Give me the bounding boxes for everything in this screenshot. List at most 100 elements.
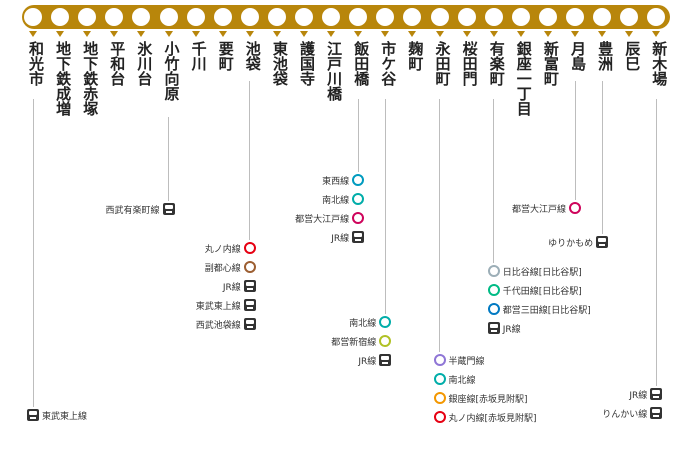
station-dot: [511, 8, 530, 26]
station-tick: [137, 31, 146, 37]
station-dot: [213, 8, 232, 26]
station-name[interactable]: 江戸川橋: [325, 41, 344, 101]
transfer-line[interactable]: 南北線: [349, 314, 392, 330]
transfer-line[interactable]: 丸ノ内線: [205, 240, 256, 256]
transfer-line[interactable]: 西武有楽町線: [105, 201, 175, 217]
rail-line-icon: [596, 236, 609, 248]
station-name[interactable]: 永田町: [433, 41, 452, 86]
transfer-line[interactable]: 千代田線[日比谷駅]: [487, 282, 582, 298]
transfer-line-label: 都営大江戸線: [511, 204, 566, 215]
station-dot: [376, 8, 395, 26]
rail-line-icon: [379, 354, 392, 366]
station-name[interactable]: 東池袋: [270, 41, 289, 86]
transfer-line[interactable]: 南北線: [322, 191, 365, 207]
transfer-line[interactable]: JR線: [223, 278, 256, 294]
transfer-line[interactable]: 東西線: [322, 172, 365, 188]
station-name[interactable]: 和光市: [27, 41, 45, 86]
station-dot: [484, 8, 503, 26]
transfer-connector: [601, 81, 603, 234]
transfer-line[interactable]: 日比谷線[日比谷駅]: [487, 263, 582, 279]
station-name[interactable]: 豊洲: [596, 41, 615, 71]
transfer-line[interactable]: 東武東上線: [27, 407, 87, 423]
transfer-line-label: JR線: [222, 282, 241, 293]
transfer-line[interactable]: ゆりかもめ: [548, 234, 609, 250]
station-name[interactable]: 月島: [569, 41, 587, 71]
transfer-line[interactable]: 西武池袋線: [196, 316, 256, 332]
station-name[interactable]: 銀座一丁目: [514, 41, 533, 116]
transfer-line-label: JR線: [502, 324, 521, 335]
transfer-line-label: 西武池袋線: [195, 320, 241, 331]
transfer-line[interactable]: りんかい線: [602, 405, 663, 421]
station-name[interactable]: 小竹向原: [162, 41, 181, 101]
transfer-line[interactable]: 都営三田線[日比谷駅]: [487, 301, 591, 317]
metro-line-icon: [352, 174, 365, 186]
metro-line-icon: [433, 373, 446, 385]
station-name[interactable]: 市ケ谷: [379, 41, 398, 86]
station-tick: [435, 31, 444, 37]
station-name[interactable]: 地下鉄成増: [54, 41, 73, 116]
station-name[interactable]: 池袋: [243, 41, 262, 71]
transfer-line[interactable]: 半蔵門線: [433, 352, 485, 368]
metro-line-icon: [243, 261, 256, 273]
transfer-line-label: 千代田線[日比谷駅]: [502, 286, 582, 297]
station-name[interactable]: 新木場: [650, 41, 669, 86]
station-name[interactable]: 新富町: [541, 41, 560, 86]
metro-line-icon: [487, 303, 500, 315]
station-tick: [462, 31, 471, 37]
metro-line-icon: [433, 392, 446, 404]
station-name[interactable]: 護国寺: [298, 41, 316, 86]
station-name[interactable]: 桜田門: [460, 41, 479, 86]
transfer-line[interactable]: JR線: [487, 320, 521, 336]
transfer-line-label: 日比谷線[日比谷駅]: [502, 267, 582, 278]
transfer-line-label: 南北線: [448, 375, 476, 386]
transfer-line[interactable]: 東武東上線: [196, 297, 256, 313]
transfer-line-label: 都営三田線[日比谷駅]: [502, 305, 591, 316]
transfer-line[interactable]: 丸ノ内線[赤坂見附駅]: [433, 409, 537, 425]
station-tick: [83, 31, 92, 37]
transfer-line-label: 都営大江戸線: [295, 214, 350, 225]
station-dot: [186, 8, 205, 26]
rail-line-icon: [487, 322, 500, 334]
station-dot: [647, 8, 666, 26]
station-tick: [218, 31, 227, 37]
transfer-line[interactable]: 都営大江戸線: [512, 200, 581, 216]
station-tick: [652, 31, 661, 37]
station-tick: [56, 31, 65, 37]
transfer-line[interactable]: JR線: [331, 229, 365, 245]
transfer-line[interactable]: JR線: [629, 386, 663, 402]
transfer-line[interactable]: 都営大江戸線: [295, 210, 365, 226]
station-tick: [625, 31, 634, 37]
station-name[interactable]: 氷川台: [135, 41, 154, 86]
station-name[interactable]: 地下鉄赤塚: [81, 41, 100, 116]
station-name[interactable]: 要町: [216, 41, 235, 71]
station-dot: [620, 8, 639, 26]
transfer-line-label: 東武東上線: [42, 411, 88, 422]
transfer-line[interactable]: 都営新宿線: [331, 333, 392, 349]
transfer-connector: [655, 99, 657, 386]
rail-line-icon: [243, 299, 256, 311]
station-name[interactable]: 有楽町: [487, 41, 506, 86]
transfer-line[interactable]: JR線: [358, 352, 392, 368]
transfer-line-label: JR線: [358, 356, 377, 367]
transfer-line[interactable]: 副都心線: [205, 259, 256, 275]
station-name[interactable]: 飯田橋: [352, 41, 371, 86]
station-tick: [164, 31, 173, 37]
transfer-line[interactable]: 南北線: [433, 371, 476, 387]
transfer-line-label: りんかい線: [602, 409, 648, 420]
station-dot: [240, 8, 259, 26]
metro-line-icon: [352, 212, 365, 224]
station-tick: [300, 31, 308, 37]
station-tick: [354, 31, 363, 37]
transfer-connector: [357, 99, 359, 172]
transfer-line-label: JR線: [629, 390, 648, 401]
station-name[interactable]: 麹町: [406, 41, 425, 71]
station-tick: [489, 31, 498, 37]
station-name[interactable]: 辰巳: [623, 41, 642, 71]
station-dot: [430, 8, 449, 26]
station-name[interactable]: 千川: [189, 41, 208, 71]
transfer-line-label: ゆりかもめ: [548, 238, 594, 249]
rail-line-icon: [650, 388, 663, 400]
transfer-line[interactable]: 銀座線[赤坂見附駅]: [433, 390, 528, 406]
station-dot: [267, 8, 286, 26]
station-name[interactable]: 平和台: [108, 41, 127, 86]
